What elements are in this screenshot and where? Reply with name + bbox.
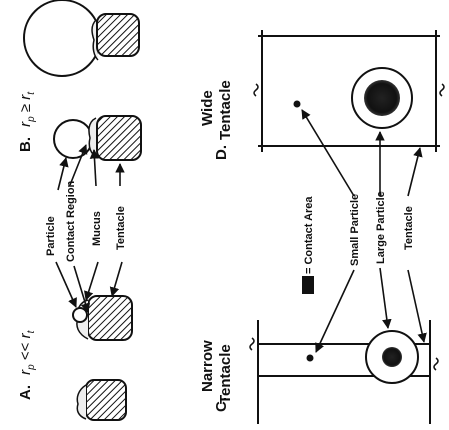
contact-area bbox=[364, 80, 400, 116]
label-particle: Particle bbox=[45, 216, 57, 256]
break-mark bbox=[433, 357, 439, 371]
svg-text:Wide: Wide bbox=[199, 90, 216, 126]
small-particle bbox=[293, 100, 301, 108]
break-mark bbox=[253, 83, 259, 97]
panel-c-letter: C. bbox=[213, 397, 230, 412]
tentacle-cross-section bbox=[96, 115, 142, 161]
medium-particle bbox=[53, 119, 93, 159]
tentacle-cross-section bbox=[87, 295, 133, 341]
panel-d-title: Wide Tentacle bbox=[199, 80, 234, 140]
label-contact-region: Contact Region bbox=[65, 180, 77, 262]
panel-b-heading: B. rp ≥ rt bbox=[17, 91, 37, 152]
label-large-particle: Large Particle bbox=[375, 191, 387, 264]
label-mucus: Mucus bbox=[91, 211, 103, 246]
svg-text:Narrow: Narrow bbox=[199, 340, 216, 392]
tentacle-cross-section bbox=[96, 13, 140, 57]
svg-text:Tentacle: Tentacle bbox=[217, 344, 234, 404]
break-mark bbox=[249, 337, 255, 351]
panel-c bbox=[249, 320, 439, 424]
label-arrows-ab bbox=[55, 144, 125, 313]
tentacle-cross-section bbox=[85, 379, 127, 421]
panel-b bbox=[23, 0, 142, 161]
svg-text:Tentacle: Tentacle bbox=[217, 80, 234, 140]
panel-d bbox=[253, 30, 445, 152]
panel-d-letter: D. bbox=[213, 145, 230, 160]
panel-a-heading: A. rp << rt bbox=[17, 329, 37, 400]
panel-b-letter: B. bbox=[17, 137, 34, 152]
large-particle bbox=[23, 0, 101, 77]
svg-text:B. rp ≥ rt: B. rp ≥ rt bbox=[17, 91, 37, 152]
panel-a-letter: A. bbox=[17, 385, 34, 400]
small-particle bbox=[306, 354, 314, 362]
small-particle bbox=[72, 307, 88, 323]
panel-d-heading: D. bbox=[213, 145, 230, 160]
label-arrows-cd bbox=[301, 109, 427, 353]
mucus-layer bbox=[76, 384, 87, 420]
break-mark bbox=[439, 83, 445, 97]
contact-area-legend-swatch bbox=[302, 276, 314, 294]
panel-c-heading: C. bbox=[213, 397, 230, 412]
label-contact-area: = Contact Area bbox=[303, 196, 315, 274]
contact-area bbox=[382, 347, 402, 367]
label-small-particle: Small Particle bbox=[349, 194, 361, 266]
label-tentacle-cd: Tentacle bbox=[403, 206, 415, 250]
panel-a bbox=[72, 295, 133, 421]
svg-text:A. rp << rt: A. rp << rt bbox=[17, 329, 37, 400]
label-tentacle-ab: Tentacle bbox=[115, 206, 127, 250]
panel-c-title: Narrow Tentacle bbox=[199, 340, 234, 404]
